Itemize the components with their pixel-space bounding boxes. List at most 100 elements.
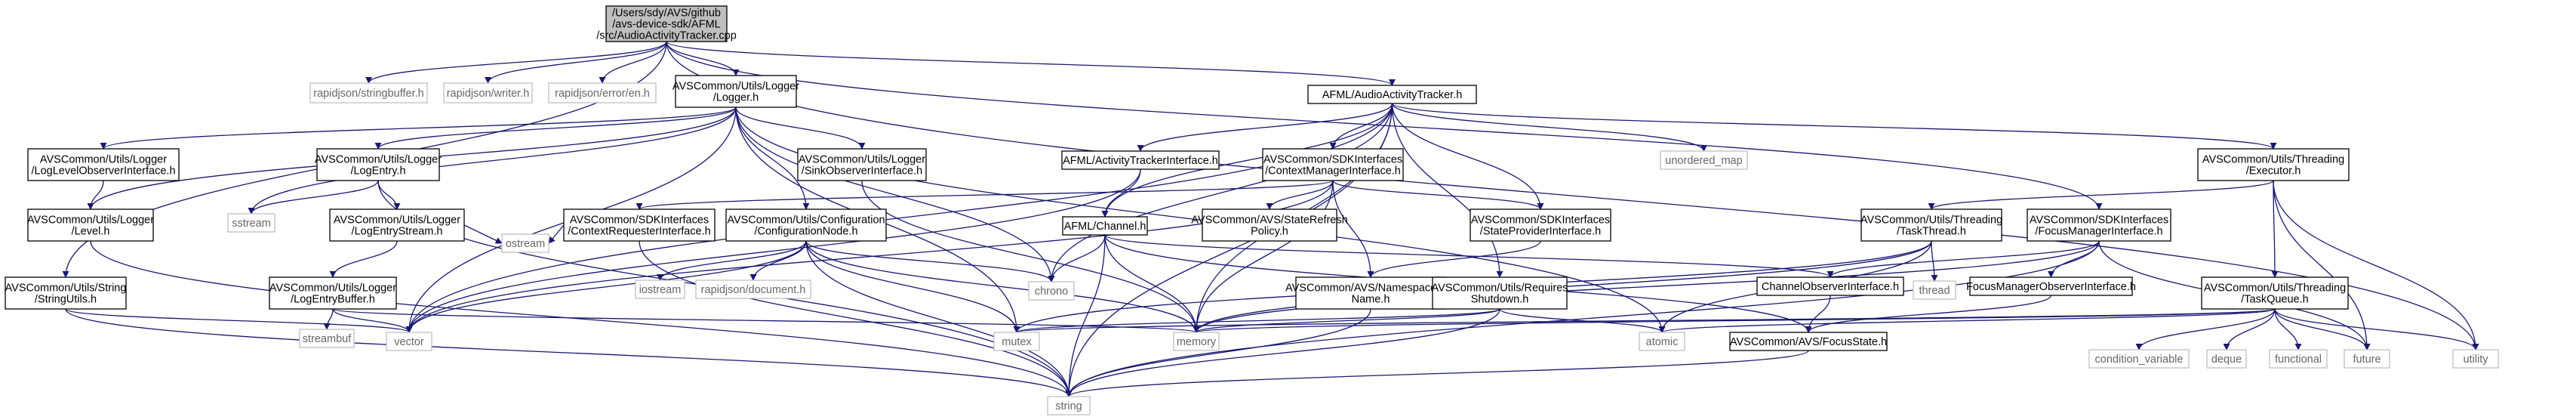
edge-spi-to-nsan — [1367, 240, 1541, 278]
node-box — [269, 276, 397, 310]
node-box — [1062, 216, 1148, 236]
node-loglevelobs[interactable]: AVSCommon/Utils/Logger/LogLevelObserverI… — [27, 148, 180, 181]
node-label: AVSCommon/Utils/Logger — [269, 283, 396, 295]
node-rj_document[interactable]: rapidjson/document.h — [695, 279, 811, 299]
edge-stringutils-to-string — [65, 308, 1073, 397]
node-functional[interactable]: functional — [2269, 349, 2328, 369]
node-box — [2027, 208, 2171, 242]
node-taskthread[interactable]: AVSCommon/Utils/Threading/TaskThread.h — [1860, 208, 2002, 242]
node-ati[interactable]: AFML/ActivityTrackerInterface.h — [1061, 150, 1220, 170]
node-label: deque — [2211, 354, 2242, 366]
node-cmi[interactable]: AVSCommon/SDKInterfaces/ContextManagerIn… — [1262, 148, 1404, 181]
node-label: /avs-device-sdk/AFML — [612, 19, 720, 31]
node-mutex[interactable]: mutex — [993, 332, 1040, 351]
node-label: /FocusManagerInterface.h — [2035, 226, 2162, 238]
node-box — [675, 75, 797, 108]
node-label: /LogEntryBuffer.h — [291, 294, 375, 306]
node-unordered_map[interactable]: unordered_map — [1660, 150, 1748, 170]
node-vector[interactable]: vector — [386, 332, 432, 351]
edge-executor-to-taskthread — [1928, 180, 2274, 210]
node-iostream[interactable]: iostream — [635, 279, 685, 299]
node-chrono[interactable]: chrono — [1028, 281, 1075, 301]
node-label: AFML/Channel.h — [1064, 221, 1146, 233]
edge-logger-to-confignode — [735, 107, 810, 210]
node-box — [1061, 150, 1220, 170]
node-spi[interactable]: AVSCommon/SDKInterfaces/StateProviderInt… — [1470, 208, 1611, 242]
edge-aat-to-string — [1065, 103, 1393, 397]
edge-fmi-to-memory — [1193, 240, 2100, 333]
node-label: chrono — [1035, 286, 1068, 298]
edge-taskqueue-to-deque — [2223, 308, 2276, 351]
node-label: rapidjson/stringbuffer.h — [313, 88, 423, 100]
edge-logger-to-logentry — [374, 107, 737, 150]
edge-rsd-to-mutex — [1013, 308, 1500, 333]
node-coi[interactable]: ChannelObserverInterface.h — [1756, 276, 1904, 296]
node-label: AVSCommon/Utils/Logger — [315, 154, 442, 166]
node-rj_stringbuffer[interactable]: rapidjson/stringbuffer.h — [309, 82, 428, 103]
node-future[interactable]: future — [2344, 349, 2390, 369]
edge-level-to-string — [90, 240, 1073, 397]
node-atomic[interactable]: atomic — [1639, 332, 1685, 351]
node-root[interactable]: /Users/sdy/AVS/github/avs-device-sdk/AFM… — [596, 5, 737, 42]
node-cri[interactable]: AVSCommon/SDKInterfaces/ContextRequester… — [563, 208, 716, 242]
node-label: AVSCommon/Utils/Logger — [27, 215, 154, 227]
node-logger[interactable]: AVSCommon/Utils/Logger/Logger.h — [672, 75, 799, 108]
node-label: atomic — [1646, 336, 1679, 348]
node-box — [501, 233, 549, 253]
edge-cmi-to-srp — [1266, 180, 1334, 210]
node-rj_writer[interactable]: rapidjson/writer.h — [443, 82, 533, 103]
edge-channel-to-coi — [1104, 234, 1834, 278]
edge-ati-to-vector — [405, 168, 1141, 333]
node-label: /TaskQueue.h — [2241, 294, 2308, 306]
node-string[interactable]: string — [1047, 396, 1091, 415]
node-sinkobs[interactable]: AVSCommon/Utils/Logger/SinkObserverInter… — [797, 148, 927, 181]
edge-aat-to-spi — [1391, 103, 1544, 210]
node-label: rapidjson/writer.h — [447, 88, 530, 100]
node-confignode[interactable]: AVSCommon/Utils/Configuration/Configurat… — [725, 208, 887, 242]
edge-root-to-logger — [666, 41, 740, 76]
edge-executor-to-taskqueue — [2271, 180, 2279, 278]
node-memory[interactable]: memory — [1173, 332, 1220, 351]
node-box — [1432, 276, 1568, 310]
node-aat[interactable]: AFML/AudioActivityTracker.h — [1307, 85, 1477, 104]
node-thread[interactable]: thread — [1913, 280, 1956, 300]
edge-confignode-to-mutex — [805, 240, 1020, 333]
node-label: AVSCommon/Utils/Configuration — [727, 215, 885, 227]
node-label: /LogEntry.h — [350, 165, 405, 178]
node-taskqueue[interactable]: AVSCommon/Utils/Threading/TaskQueue.h — [2201, 276, 2349, 310]
node-box — [309, 82, 428, 103]
node-rj_error[interactable]: rapidjson/error/en.h — [548, 82, 657, 103]
node-utility[interactable]: utility — [2452, 349, 2499, 369]
node-label: vector — [394, 336, 424, 348]
node-label: thread — [1919, 285, 1950, 297]
edge-confignode-to-chrono — [805, 240, 1055, 283]
node-box — [1470, 208, 1611, 242]
node-logentrybuffer[interactable]: AVSCommon/Utils/Logger/LogEntryBuffer.h — [269, 276, 397, 310]
node-channel[interactable]: AFML/Channel.h — [1062, 216, 1148, 236]
node-label: AVSCommon/Utils/Threading — [2202, 154, 2344, 166]
node-focusstate[interactable]: AVSCommon/AVS/FocusState.h — [1729, 332, 1888, 351]
node-logentry[interactable]: AVSCommon/Utils/Logger/LogEntry.h — [315, 148, 442, 181]
node-sstream[interactable]: sstream — [227, 213, 275, 233]
node-stringutils[interactable]: AVSCommon/Utils/String/StringUtils.h — [5, 276, 127, 310]
node-streambuf[interactable]: streambuf — [299, 329, 355, 348]
edge-logentrystream-to-logentrybuffer — [329, 240, 398, 278]
edge-channel-to-memory — [1104, 234, 1200, 333]
node-box — [443, 82, 533, 103]
edge-logger-to-sinkobs — [735, 107, 866, 150]
node-deque[interactable]: deque — [2206, 349, 2247, 369]
node-executor[interactable]: AVSCommon/Utils/Threading/Executor.h — [2197, 148, 2350, 181]
node-logentrystream[interactable]: AVSCommon/Utils/Logger/LogEntryStream.h — [329, 208, 465, 242]
node-fmi[interactable]: AVSCommon/SDKInterfaces/FocusManagerInte… — [2027, 208, 2171, 242]
edge-confignode-to-vector — [405, 240, 807, 333]
edge-cmi-to-memory — [1193, 180, 1334, 333]
node-condvar[interactable]: condition_variable — [2088, 349, 2190, 369]
node-ostream[interactable]: ostream — [501, 233, 549, 253]
node-level[interactable]: AVSCommon/Utils/Logger/Level.h — [27, 208, 154, 242]
node-fmoi[interactable]: FocusManagerObserverInterface.h — [1966, 276, 2136, 296]
edge-logentry-to-sstream — [248, 180, 379, 215]
edge-stringutils-to-vector — [65, 308, 413, 333]
